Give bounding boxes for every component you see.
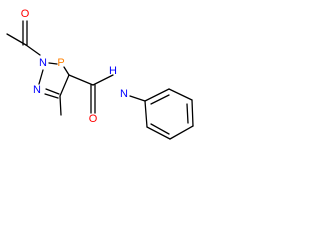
atom-amide-nitrogen: N [120, 88, 128, 100]
bond-phenyl-5 [146, 126, 171, 140]
bond-n2-c3-double-b [45, 88, 60, 95]
bond-phenyl-inner-2 [186, 103, 189, 124]
bond-n2-c3-double-a [44, 93, 59, 99]
bond-amide-c-n [92, 74, 114, 86]
bond-phenyl-1 [144, 88, 170, 102]
bond-c3-methyl [59, 95, 62, 116]
atom-ring-nitrogen-1: N [39, 57, 47, 69]
bond-phenyl-inner-3 [150, 123, 170, 135]
bond-p-c4 [63, 66, 70, 76]
atom-labels: O N P N O N H [21, 8, 128, 125]
bond-carbonyl-n1 [25, 44, 41, 56]
atom-ring-nitrogen-2: N [33, 84, 41, 96]
atom-amide-oxygen: O [89, 113, 98, 125]
bond-amide-n-phenyl [129, 95, 146, 102]
bond-n1-n2 [38, 69, 44, 85]
atom-amide-hydrogen: H [109, 65, 117, 77]
bonds [6, 20, 194, 140]
bond-phenyl-inner-1 [150, 94, 170, 105]
bond-phenyl-2 [168, 88, 193, 101]
atom-carbonyl-oxygen: O [21, 8, 30, 20]
bond-c3-c4 [59, 74, 70, 97]
bond-phenyl-6 [144, 100, 148, 128]
chemical-structure: O N P N O N H [6, 8, 194, 140]
bond-c4-amide-carbon [68, 74, 94, 86]
bond-n1-p [48, 62, 58, 65]
atom-ring-phosphorus: P [57, 57, 64, 69]
bond-phenyl-4 [169, 125, 194, 140]
bond-phenyl-3 [191, 99, 194, 127]
